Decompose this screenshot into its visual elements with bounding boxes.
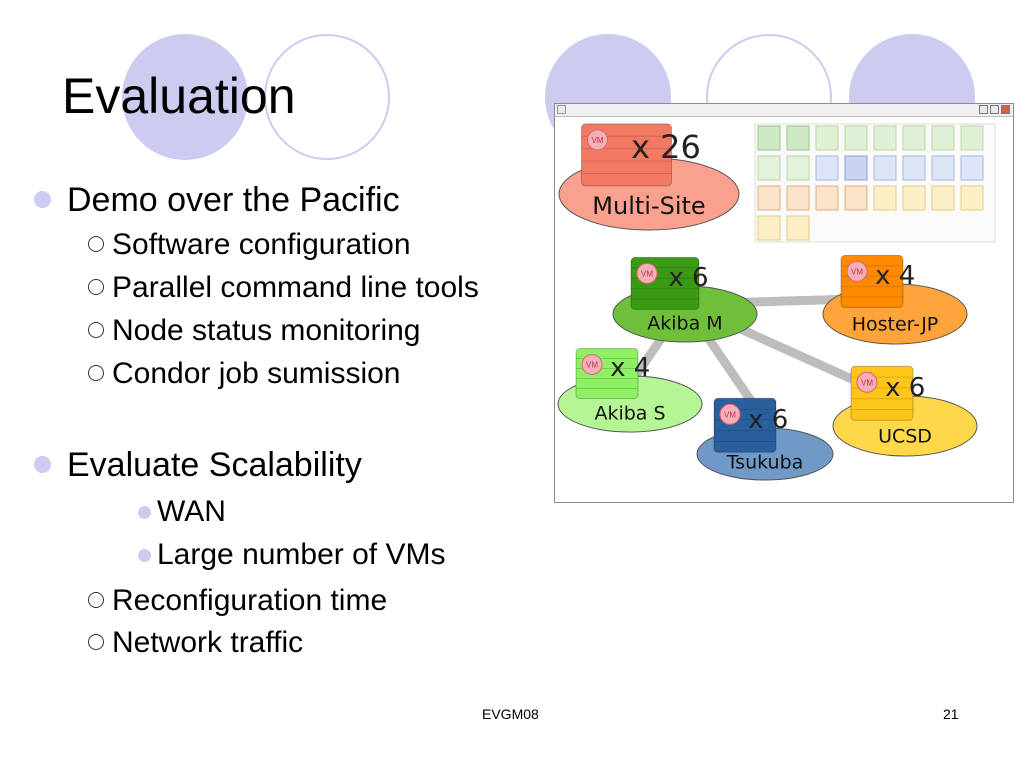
- bullet-marker: [34, 191, 51, 208]
- bullet-item: Evaluate Scalability: [67, 446, 362, 484]
- bullet-item: Node status monitoring: [112, 314, 421, 347]
- minimize-icon[interactable]: [979, 105, 988, 114]
- bullet-marker: [88, 279, 104, 295]
- site-name: Akiba M: [647, 312, 722, 334]
- site-node: VM x 4 Hoster-JP: [822, 254, 968, 345]
- bullet-item: Software configuration: [112, 228, 411, 261]
- vm-label: VM: [851, 267, 863, 276]
- vm-label: VM: [724, 410, 736, 419]
- node-grid: [754, 123, 996, 243]
- bullet-marker: [88, 634, 104, 650]
- decor-ring-1: [264, 34, 390, 160]
- bullet-item: WAN: [157, 495, 226, 528]
- page-number: 21: [943, 706, 959, 722]
- site-node: VM x 6 UCSD: [832, 365, 978, 457]
- site-node: VM x 26 Multi-Site: [558, 123, 740, 231]
- vm-count: x 6: [668, 263, 708, 293]
- vm-label: VM: [592, 136, 604, 145]
- site-name: Hoster-JP: [852, 314, 939, 336]
- site-name: UCSD: [878, 426, 932, 448]
- vm-label: VM: [861, 378, 873, 387]
- maximize-icon[interactable]: [990, 105, 999, 114]
- vm-label: VM: [641, 269, 653, 278]
- vm-count: x 26: [631, 128, 701, 166]
- bullet-marker: [88, 236, 104, 252]
- vm-badge: [587, 129, 608, 151]
- window-icon: [557, 105, 566, 114]
- vm-badge: [719, 403, 741, 425]
- bullet-item: Demo over the Pacific: [67, 181, 400, 219]
- bullet-marker: [138, 506, 151, 519]
- bullet-marker: [34, 456, 51, 473]
- vm-badge: [856, 371, 878, 393]
- site-node: VM x 4 Akiba S: [557, 348, 703, 433]
- window-titlebar: [555, 104, 1013, 117]
- bullet-item: Reconfiguration time: [112, 584, 388, 617]
- vm-badge: [581, 354, 603, 375]
- site-node: VM x 6 Akiba M: [612, 256, 758, 343]
- vm-count: x 6: [748, 405, 788, 435]
- decor-circle-1: [122, 34, 248, 160]
- vm-count: x 4: [610, 353, 650, 383]
- vm-count: x 6: [885, 373, 925, 403]
- site-name: Akiba S: [594, 402, 665, 424]
- vm-label: VM: [586, 361, 598, 370]
- bullet-marker: [138, 549, 151, 562]
- bullet-marker: [88, 592, 104, 608]
- close-icon[interactable]: [1001, 105, 1010, 114]
- slide-title: Evaluation: [62, 68, 296, 124]
- bullet-item: Condor job sumission: [112, 357, 401, 390]
- site-name: Tsukuba: [726, 451, 804, 473]
- vm-badge: [636, 262, 658, 284]
- bullet-marker: [88, 365, 104, 381]
- bullet-item: Parallel command line tools: [112, 271, 479, 304]
- vm-count: x 4: [875, 261, 915, 291]
- bullet-item: Large number of VMs: [157, 538, 446, 571]
- vm-badge: [846, 260, 868, 282]
- bullet-marker: [88, 322, 104, 338]
- bullet-item: Network traffic: [112, 626, 304, 659]
- site-node: VM x 6 Tsukuba: [696, 397, 834, 481]
- site-name: Multi-Site: [592, 192, 705, 220]
- footer-text: EVGM08: [482, 706, 539, 722]
